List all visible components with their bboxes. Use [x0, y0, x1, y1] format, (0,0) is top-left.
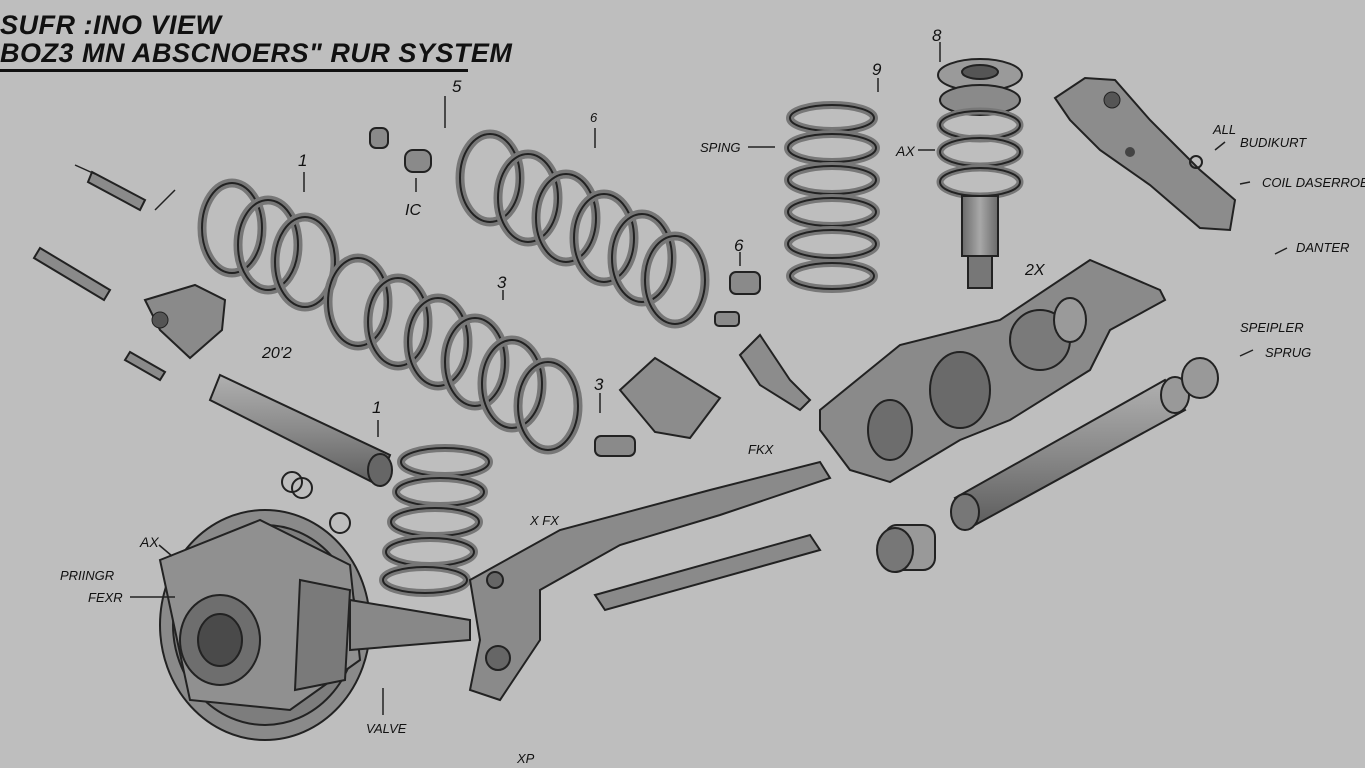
axle-internal	[867, 297, 1087, 461]
label-xfx: X FX	[530, 513, 559, 528]
label-ax-top: AX	[896, 143, 915, 159]
title-underline	[0, 69, 468, 72]
shock-tube-left	[208, 373, 393, 487]
bolts	[32, 127, 1203, 534]
coil-spring-lower	[379, 444, 493, 597]
label-speipler: SPEIPLER	[1240, 320, 1304, 335]
part-number-9: 9	[872, 60, 882, 79]
shock-absorber	[936, 58, 1024, 289]
leader-lines	[74, 42, 1288, 715]
label-fexr: FEXR	[88, 590, 123, 605]
part-number-3-mid: 3	[594, 375, 604, 394]
label-xp: XP	[517, 751, 535, 766]
label-fkx: FKX	[748, 442, 774, 457]
title-line-2: BOZ3 MN ABSCNOERS" RUR SYSTEM	[0, 38, 513, 68]
coil-spring-vertical	[784, 101, 880, 293]
part-number-6-top: 6	[590, 110, 598, 125]
coil-spring-upper	[455, 129, 710, 329]
label-ax-left: AX	[140, 534, 159, 550]
label-spring-top: SPING	[700, 140, 741, 155]
coil-spring-left	[197, 178, 583, 455]
part-number-6-mid: 6	[734, 236, 744, 255]
label-all: ALL	[1213, 122, 1237, 137]
label-ic: IC	[405, 202, 421, 219]
mount-bracket	[1053, 76, 1237, 232]
part-number-1-mid: 1	[372, 398, 382, 417]
label-2x: 2X	[1025, 262, 1045, 279]
trailing-arm	[468, 460, 832, 702]
label-pringr: PRIINGR	[60, 568, 115, 583]
clamp-bracket	[738, 333, 812, 412]
label-valve: VALVE	[366, 721, 407, 736]
brake-assembly	[158, 509, 471, 741]
label-budikurt: BUDIKURT	[1240, 135, 1307, 150]
label-year: 20'2	[262, 345, 292, 362]
title-line-1: SUFR :INO VIEW	[0, 10, 222, 40]
axle-tube	[950, 376, 1190, 531]
label-sprug: SPRUG	[1265, 345, 1312, 360]
part-number-1-top: 1	[298, 151, 308, 170]
bushing-lower-right	[876, 524, 936, 573]
part-number-5: 5	[452, 77, 462, 96]
control-rod	[593, 533, 822, 612]
bushing-right	[1181, 357, 1219, 399]
label-danter: DANTER	[1296, 240, 1350, 255]
clamp-plate	[618, 356, 722, 440]
bushing-mount-left	[143, 283, 227, 360]
part-number-3-top: 3	[497, 273, 507, 292]
part-number-8: 8	[932, 26, 942, 45]
label-coil-daserroer: COIL DASERROER	[1262, 175, 1365, 190]
